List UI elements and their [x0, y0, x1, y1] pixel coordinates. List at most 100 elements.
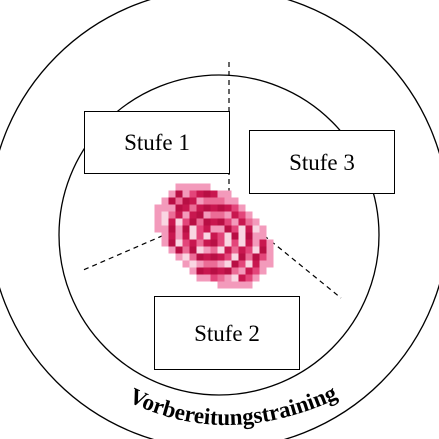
spiral-pixel: [175, 183, 183, 191]
spiral-pixel: [217, 253, 225, 261]
spiral-pixel: [217, 197, 225, 205]
spiral-pixel: [238, 225, 246, 233]
spiral-pixel: [203, 267, 211, 275]
spiral-pixel: [245, 211, 253, 219]
spiral-pixel: [168, 225, 176, 233]
spiral-pixel: [189, 232, 197, 240]
spiral-pixel: [196, 190, 204, 198]
spiral-pixel: [161, 218, 169, 226]
spiral-pixel: [175, 211, 183, 219]
spiral-pixel: [238, 281, 246, 289]
spiral-pixel: [238, 267, 246, 275]
spiral-pixel: [252, 260, 260, 268]
spiral-pixel: [259, 253, 267, 261]
spiral-pixel: [189, 239, 197, 247]
spiral-pixel: [231, 197, 239, 205]
spiral-pixel: [203, 183, 211, 191]
spiral-pixel: [259, 246, 267, 254]
spiral-pixel: [217, 246, 225, 254]
spiral-pixel: [238, 218, 246, 226]
spiral-pixel: [224, 281, 232, 289]
ring-label: Vorbereitungstraining: [126, 380, 341, 430]
spiral-pixel: [245, 246, 253, 254]
spiral-pixel: [217, 239, 225, 247]
spiral-pixel: [224, 246, 232, 254]
pink-spiral-icon: [154, 183, 274, 289]
spiral-pixel: [259, 225, 267, 233]
ring-label-text: Vorbereitungstraining: [126, 380, 341, 430]
spiral-pixel: [238, 232, 246, 240]
spiral-pixel: [217, 267, 225, 275]
spiral-pixel: [252, 218, 260, 226]
spiral-pixel: [196, 267, 204, 275]
spiral-pixel: [161, 225, 169, 233]
spiral-pixel: [224, 274, 232, 282]
spiral-pixel: [217, 211, 225, 219]
spiral-pixel: [154, 225, 162, 233]
spiral-pixel: [217, 274, 225, 282]
spiral-pixel: [203, 253, 211, 261]
spiral-pixel: [259, 267, 267, 275]
spiral-pixel: [245, 239, 253, 247]
spiral-pixel: [231, 218, 239, 226]
spiral-pixel: [210, 211, 218, 219]
spiral-pixel: [161, 232, 169, 240]
spiral-pixel: [175, 246, 183, 254]
spiral-pixel: [182, 211, 190, 219]
spiral-pixel: [175, 197, 183, 205]
spiral-pixel: [252, 246, 260, 254]
spiral-pixel: [259, 260, 267, 268]
spiral-pixel: [259, 239, 267, 247]
spiral-pixel: [161, 197, 169, 205]
stage-label-stufe-3: Stufe 3: [289, 149, 355, 175]
spiral-pixel: [224, 260, 232, 268]
spiral-pixel: [224, 197, 232, 205]
spiral-pixel: [210, 225, 218, 233]
spiral-pixel: [196, 211, 204, 219]
spiral-pixel: [168, 246, 176, 254]
spiral-pixel: [182, 246, 190, 254]
spiral-pixel: [210, 204, 218, 212]
spiral-pixel: [231, 232, 239, 240]
spiral-pixel: [259, 232, 267, 240]
spiral-pixel: [189, 211, 197, 219]
spiral-pixel: [245, 274, 253, 282]
spiral-pixel: [203, 211, 211, 219]
spiral-pixel: [196, 246, 204, 254]
spiral-pixel: [238, 239, 246, 247]
spiral-pixel: [210, 232, 218, 240]
spiral-pixel: [217, 281, 225, 289]
spiral-pixel: [196, 218, 204, 226]
spiral-pixel: [217, 190, 225, 198]
spiral-pixel: [189, 197, 197, 205]
spiral-pixel: [266, 260, 274, 268]
spiral-pixel: [154, 211, 162, 219]
spiral-pixel: [252, 253, 260, 261]
spiral-pixel: [224, 232, 232, 240]
spiral-pixel: [245, 267, 253, 275]
spiral-pixel: [252, 267, 260, 275]
spiral-pixel: [175, 239, 183, 247]
spiral-pixel: [252, 232, 260, 240]
spiral-pixel: [161, 239, 169, 247]
spiral-pixel: [238, 253, 246, 261]
spiral-pixel: [182, 239, 190, 247]
inner-circle: [58, 74, 380, 396]
spiral-pixel: [252, 225, 260, 233]
spiral-pixel: [168, 218, 176, 226]
spiral-pixel: [168, 197, 176, 205]
spiral-pixel: [210, 239, 218, 247]
spiral-pixel: [224, 218, 232, 226]
spiral-pixel: [182, 190, 190, 198]
spiral-pixel: [203, 239, 211, 247]
spiral-pixel: [182, 232, 190, 240]
spiral-pixel: [231, 246, 239, 254]
spiral-pixel: [182, 225, 190, 233]
spiral-pixel: [210, 274, 218, 282]
spiral-pixel: [224, 190, 232, 198]
spiral-pixel: [210, 190, 218, 198]
spiral-pixel: [245, 225, 253, 233]
spiral-pixel: [224, 267, 232, 275]
spiral-pixel: [175, 218, 183, 226]
